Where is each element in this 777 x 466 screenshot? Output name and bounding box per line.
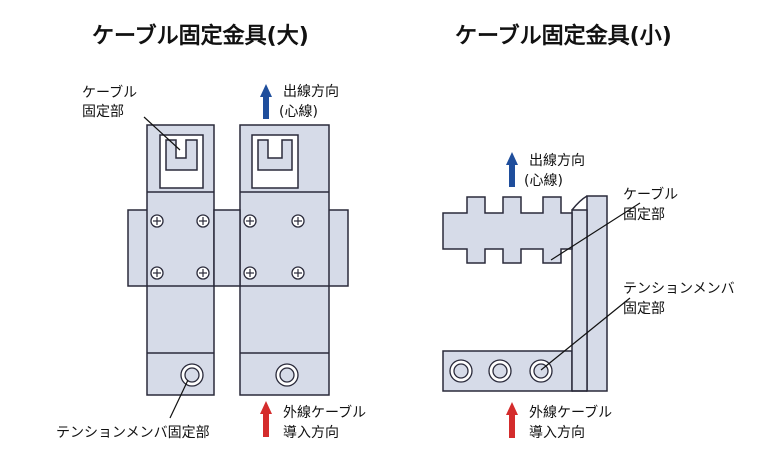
large-cable-fixing-label: 固定部 bbox=[82, 104, 124, 120]
small-in-direction-label: 導入方向 bbox=[529, 425, 585, 441]
large-middle-band bbox=[213, 209, 241, 287]
small-in-direction-label: 外線ケーブル bbox=[529, 404, 612, 421]
small-cable-fixing-label: ケーブル bbox=[623, 186, 678, 203]
large-out-direction-label: 出線方向 bbox=[283, 84, 339, 100]
large-screw-icon bbox=[243, 214, 257, 228]
large-tension-ring-icon bbox=[180, 363, 204, 387]
large-cable-clamp-right bbox=[257, 139, 293, 171]
small-out-direction-label: 出線方向 bbox=[529, 153, 585, 169]
large-screw-icon bbox=[291, 266, 305, 280]
small-in-direction-arrow-icon bbox=[506, 402, 518, 438]
small-tension-leader bbox=[540, 297, 631, 371]
large-left-side-plate bbox=[127, 209, 149, 287]
large-screw-icon bbox=[243, 266, 257, 280]
large-cable-fixing-label: ケーブル bbox=[82, 84, 137, 101]
large-tension-leader bbox=[169, 379, 189, 419]
large-in-direction-arrow-icon bbox=[260, 401, 272, 437]
large-in-direction-label: 外線ケーブル bbox=[283, 404, 366, 421]
title-small-bracket: ケーブル固定金具(小) bbox=[455, 24, 672, 49]
large-right-side-plate bbox=[327, 209, 349, 287]
large-screw-icon bbox=[291, 214, 305, 228]
large-screw-icon bbox=[150, 266, 164, 280]
large-tension-ring-icon bbox=[275, 363, 299, 387]
large-screw-icon bbox=[150, 214, 164, 228]
small-tension-ring-icon bbox=[488, 359, 512, 383]
small-back-plate bbox=[586, 195, 608, 392]
small-top-arm bbox=[442, 196, 573, 264]
small-tension-ring-icon bbox=[449, 359, 473, 383]
large-screw-icon bbox=[196, 214, 210, 228]
large-cable-fixing-leader bbox=[143, 116, 181, 151]
title-large-bracket: ケーブル固定金具(大) bbox=[92, 24, 309, 49]
large-out-direction-arrow-icon bbox=[260, 84, 272, 119]
small-out-direction-arrow-icon bbox=[506, 152, 518, 187]
small-cable-fixing-leader bbox=[550, 202, 641, 261]
large-out-direction-label: (心線) bbox=[279, 104, 318, 120]
small-cable-fixing-label: 固定部 bbox=[623, 207, 665, 223]
small-bend-curve bbox=[571, 195, 588, 211]
small-out-direction-label: (心線) bbox=[524, 173, 563, 189]
large-screw-icon bbox=[196, 266, 210, 280]
large-in-direction-label: 導入方向 bbox=[283, 425, 339, 441]
large-bracket bbox=[127, 124, 349, 396]
large-tension-label: テンションメンバ固定部 bbox=[56, 425, 210, 441]
small-tension-label: テンションメンバ bbox=[623, 281, 735, 297]
small-tension-label: 固定部 bbox=[623, 301, 665, 317]
small-vertical-web bbox=[571, 209, 588, 392]
